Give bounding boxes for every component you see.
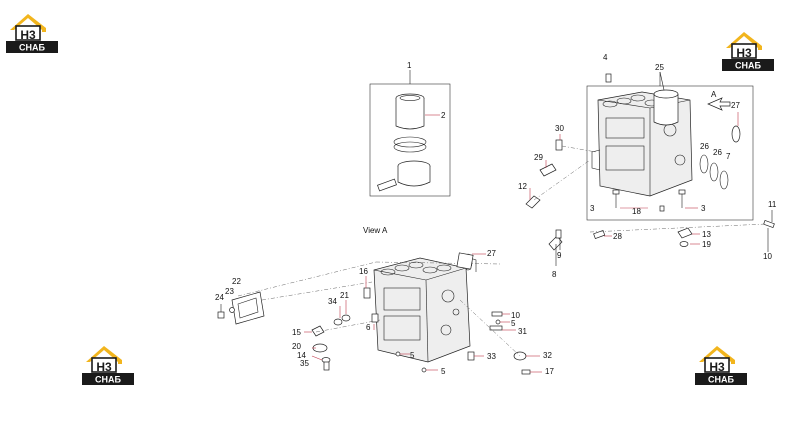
logo-top-right: H3 СНАБ [721, 31, 775, 72]
callout-17: 17 [545, 367, 554, 376]
logo-word: СНАБ [19, 43, 45, 53]
lower-right-parts [395, 252, 542, 375]
callout-5-lower-left: 5 [410, 351, 415, 360]
logo-mark: H3 [20, 28, 36, 42]
callout-4: 4 [603, 53, 608, 62]
callout-10-lower: 10 [511, 311, 520, 320]
callout-8: 8 [552, 270, 557, 279]
callout-21: 21 [340, 291, 349, 300]
callout-16: 16 [359, 267, 368, 276]
callout-29: 29 [534, 153, 543, 162]
upper-left-fittings [525, 134, 597, 209]
callout-14: 14 [297, 351, 306, 360]
logo-word: СНАБ [735, 61, 761, 71]
piston-assembly-group [369, 70, 451, 197]
view-arrow-label: A [711, 90, 717, 99]
logo-bottom-left: H3 СНАБ [81, 345, 135, 386]
callout-20: 20 [292, 342, 301, 351]
callout-28: 28 [613, 232, 622, 241]
callout-12: 12 [518, 182, 527, 191]
callout-3-right: 3 [701, 204, 706, 213]
logo-word: СНАБ [708, 375, 734, 385]
callout-34: 34 [328, 297, 337, 306]
callout-26: 26 [700, 142, 709, 151]
view-label: View A [363, 226, 388, 235]
lower-block-group [373, 253, 477, 363]
callout-19: 19 [702, 240, 711, 249]
callout-18: 18 [632, 207, 641, 216]
callout-27-lower: 27 [487, 249, 496, 258]
callout-9: 9 [557, 251, 562, 260]
callout-24: 24 [215, 293, 224, 302]
callout-6: 6 [366, 323, 371, 332]
upper-block-group [586, 71, 754, 221]
callout-35: 35 [300, 359, 309, 368]
callout-23: 23 [225, 287, 234, 296]
logo-bottom-right: H3 СНАБ [694, 345, 748, 386]
callout-2: 2 [441, 111, 446, 120]
callout-22: 22 [232, 277, 241, 286]
callout-32: 32 [543, 351, 552, 360]
logo-top-left: H3 СНАБ [5, 13, 59, 54]
callout-25: 25 [655, 63, 664, 72]
callout-11: 11 [768, 200, 777, 209]
callout-13: 13 [702, 230, 711, 239]
callout-27-upper: 27 [731, 101, 740, 110]
callout-7: 7 [726, 152, 731, 161]
callout-5-lower: 5 [441, 367, 446, 376]
upper-block-frame [586, 85, 754, 221]
logo-word: СНАБ [95, 375, 121, 385]
logo-mark: H3 [96, 360, 112, 374]
callout-26b: 26 [713, 148, 722, 157]
callout-1: 1 [407, 61, 412, 70]
lower-right-fittings [548, 210, 775, 266]
logo-mark: H3 [709, 360, 725, 374]
callout-33: 33 [487, 352, 496, 361]
callout-3-left: 3 [590, 204, 595, 213]
callout-5-right: 5 [511, 319, 516, 328]
callout-10-upper: 10 [763, 252, 772, 261]
callout-30: 30 [555, 124, 564, 133]
logo-mark: H3 [736, 46, 752, 60]
callout-31: 31 [518, 327, 527, 336]
callout-15: 15 [292, 328, 301, 337]
callout-labels: 1 2 4 25 A 27 30 26 26 7 29 12 3 18 3 11… [215, 53, 777, 376]
lower-left-parts [217, 261, 501, 371]
